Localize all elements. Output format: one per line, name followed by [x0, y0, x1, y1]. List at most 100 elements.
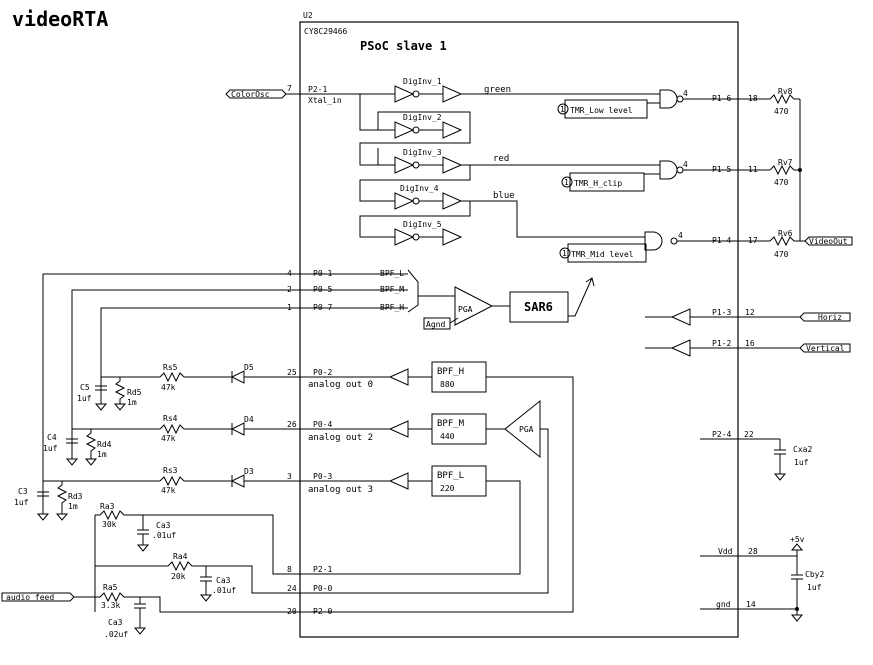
- and-gate-red: [659, 160, 678, 180]
- pin-label: Vdd: [718, 547, 733, 556]
- cxa2-network: P2-4 22 Cxa2 1uf: [700, 430, 812, 481]
- pin-num: 2: [287, 285, 292, 294]
- agnd-box: [423, 317, 451, 330]
- pin-label: BPF_L: [380, 269, 404, 278]
- rv6-label: Rv6: [778, 229, 793, 238]
- pin-num: 24: [287, 584, 297, 593]
- ra4-value: 20k: [171, 572, 186, 581]
- resistor-rv7: [769, 164, 800, 176]
- pin-num: 7: [287, 84, 292, 93]
- pin-label: P0-7: [313, 303, 332, 312]
- pin-label: P0-3: [313, 472, 332, 481]
- diginv-label: DigInv_2: [403, 113, 442, 122]
- tmr-hclip-block: [569, 172, 645, 192]
- rv7-value: 470: [774, 178, 789, 187]
- bpf-h-label: BPF_H: [437, 367, 464, 377]
- pin-label: P2-4: [712, 430, 731, 439]
- pin-label: P1-6: [712, 94, 731, 103]
- c3-label: C3: [18, 487, 28, 496]
- rd4-value: 1m: [97, 450, 107, 459]
- d5-label: D5: [244, 363, 254, 372]
- ca3a-label: Ca3: [156, 521, 171, 530]
- ca3c-value: .02uf: [104, 630, 128, 639]
- rv8-value: 470: [774, 107, 789, 116]
- pin-label: P0-2: [313, 368, 332, 377]
- rs3-label: Rs3: [163, 466, 178, 475]
- agnd-label: Agnd: [426, 320, 445, 329]
- port-colorosc: [225, 89, 287, 99]
- pga2-label: PGA: [519, 425, 534, 434]
- chip-name: PSoC slave 1: [360, 39, 447, 53]
- bpf-l-label: BPF_L: [437, 471, 464, 481]
- inverter: [394, 85, 415, 103]
- bpf-h-value: 880: [440, 380, 455, 389]
- pin-label: Xtal_in: [308, 96, 342, 105]
- analog-out-row-0: Rs5 47k D5 25 P0-2 analog out 0 BPF_H 88…: [101, 361, 574, 613]
- tmr-mid-label: TMR_Mid level: [571, 250, 634, 259]
- diagram-title: videoRTA: [12, 7, 108, 31]
- pin-label: P0-5: [313, 285, 332, 294]
- resistor-rv8: [769, 93, 800, 105]
- pga-label: PGA: [458, 305, 473, 314]
- rc-filter-4: C4 1uf Rd4 1m: [43, 428, 112, 466]
- aout0-label: analog out 0: [308, 380, 373, 390]
- tmr-mid-block: [567, 243, 647, 263]
- ca3a-value: .01uf: [152, 531, 176, 540]
- tmr-num: 1: [562, 249, 567, 258]
- audio-network: audio feed Ra3 30k Ca3 .01uf Ra4 20k Ca3…: [1, 502, 300, 639]
- cby2-label: Cby2: [805, 570, 824, 579]
- gate-label: 4: [678, 231, 683, 240]
- pga-amp: [454, 286, 494, 326]
- ca3b-label: Ca3: [216, 576, 231, 585]
- ra4-label: Ra4: [173, 552, 188, 561]
- ca3b-value: .01uf: [212, 586, 236, 595]
- and-gate-blue: [644, 231, 663, 251]
- sar6-label: SAR6: [524, 300, 553, 314]
- sar6-block: [509, 291, 569, 323]
- rd4-label: Rd4: [97, 440, 112, 449]
- power-network: Vdd 28 +5v Cby2 1uf gnd 14: [700, 535, 824, 622]
- bpf-l-value: 220: [440, 484, 455, 493]
- pin-label: P2-1: [313, 565, 332, 574]
- diginv-label: DigInv_3: [403, 148, 442, 157]
- cxa2-label: Cxa2: [793, 445, 812, 454]
- rv6-value: 470: [774, 250, 789, 259]
- buffer: [442, 85, 463, 103]
- analog-out-row-3: Rs3 47k D3 3 P0-3 analog out 3 BPF_L 220: [43, 465, 521, 575]
- port-horiz: [799, 312, 851, 322]
- chip-part: CY8C29466: [304, 27, 348, 36]
- bpf-m-label: BPF_M: [437, 419, 465, 429]
- cby2-value: 1uf: [807, 583, 822, 592]
- pin-num: 11: [748, 165, 758, 174]
- pin-num: 12: [745, 308, 755, 317]
- analog-out-row-2: PGA Rs4 47k D4 26 P0-4 analog out 2 BPF_…: [72, 399, 549, 594]
- tmr-num: 1: [564, 178, 569, 187]
- port-vertical-label: Vertical: [806, 344, 845, 353]
- pin-num: 3: [287, 472, 292, 481]
- ra5-value: 3.3k: [101, 601, 120, 610]
- port-videoout: [804, 236, 853, 246]
- ra3-value: 30k: [102, 520, 117, 529]
- pin-num: 28: [748, 547, 758, 556]
- diginv-chain: DigInv_1 DigInv_2 DigInv_3 DigInv_4 DigI…: [359, 77, 471, 246]
- mux: [407, 269, 419, 313]
- pin-label: P0-0: [313, 584, 332, 593]
- signal-blue: blue: [493, 191, 515, 201]
- c5-value: 1uf: [77, 394, 92, 403]
- pin-num: 1: [287, 303, 292, 312]
- gate-label: 4: [683, 160, 688, 169]
- pin-num: 17: [748, 236, 758, 245]
- rs5-value: 47k: [161, 383, 176, 392]
- pin-label: gnd: [716, 600, 731, 609]
- rd5-label: Rd5: [127, 388, 142, 397]
- c4-value: 1uf: [43, 444, 58, 453]
- port-videoout-label: VideoOut: [809, 237, 848, 246]
- tmr-hclip-label: TMR_H_clip: [574, 179, 622, 188]
- buffer-horiz: [670, 308, 691, 326]
- ra3-label: Ra3: [100, 502, 115, 511]
- chip-outline: [299, 21, 739, 638]
- ca3c-label: Ca3: [108, 618, 123, 627]
- resistor-rv6: [769, 235, 805, 247]
- pin-label: P1-5: [712, 165, 731, 174]
